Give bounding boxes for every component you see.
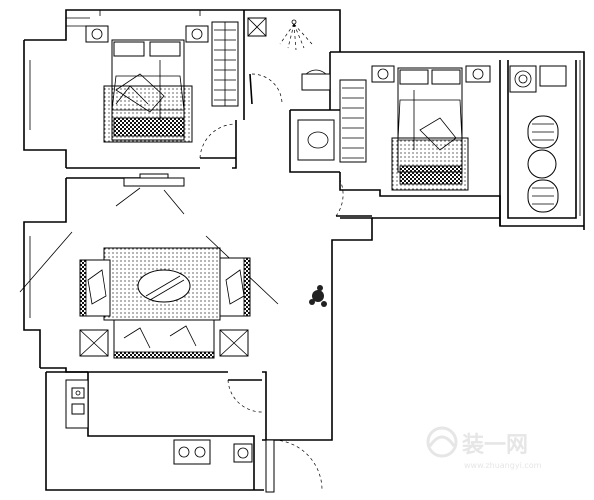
bedroom-1 — [66, 17, 239, 143]
stove — [173, 439, 211, 465]
gas-heater — [233, 443, 253, 463]
wardrobe-1 — [211, 21, 239, 107]
washing-machine — [509, 65, 537, 93]
chair-bottom — [527, 179, 559, 213]
kitchen — [65, 379, 253, 465]
toilet — [301, 69, 331, 91]
end-table-right — [219, 329, 249, 357]
coffee-table — [137, 269, 191, 303]
shower-icon — [279, 19, 313, 51]
bed-2 — [391, 67, 469, 191]
sofa-right — [219, 257, 251, 317]
chair-top — [527, 115, 559, 149]
end-table-left — [79, 329, 109, 357]
round-table — [527, 149, 557, 179]
watermark-brand: 装一网 — [462, 433, 528, 458]
watermark-url: www.zhuangyi.com — [464, 461, 542, 470]
sink — [71, 387, 85, 415]
light-rays — [19, 187, 279, 305]
bathroom — [247, 17, 335, 161]
plant-icon — [309, 285, 327, 307]
balcony — [509, 65, 567, 213]
bed-1 — [103, 39, 193, 143]
nightstand-right-1 — [185, 25, 209, 43]
tv-cabinet — [123, 173, 185, 187]
nightstand-left-1 — [85, 25, 109, 43]
wardrobe-2 — [339, 79, 367, 163]
living-room — [19, 173, 327, 359]
nightstand-right-2 — [465, 65, 491, 83]
walls — [23, 9, 585, 491]
sofa-bottom — [113, 319, 215, 359]
doors — [199, 73, 372, 493]
windows — [23, 10, 581, 318]
nightstand-left-2 — [371, 65, 395, 83]
bedroom-2 — [339, 65, 491, 191]
washbasin — [297, 119, 335, 161]
sofa-left — [79, 259, 111, 317]
watermark: 装一网 www.zhuangyi.com — [426, 426, 542, 470]
watermark-logo-icon — [426, 426, 458, 458]
